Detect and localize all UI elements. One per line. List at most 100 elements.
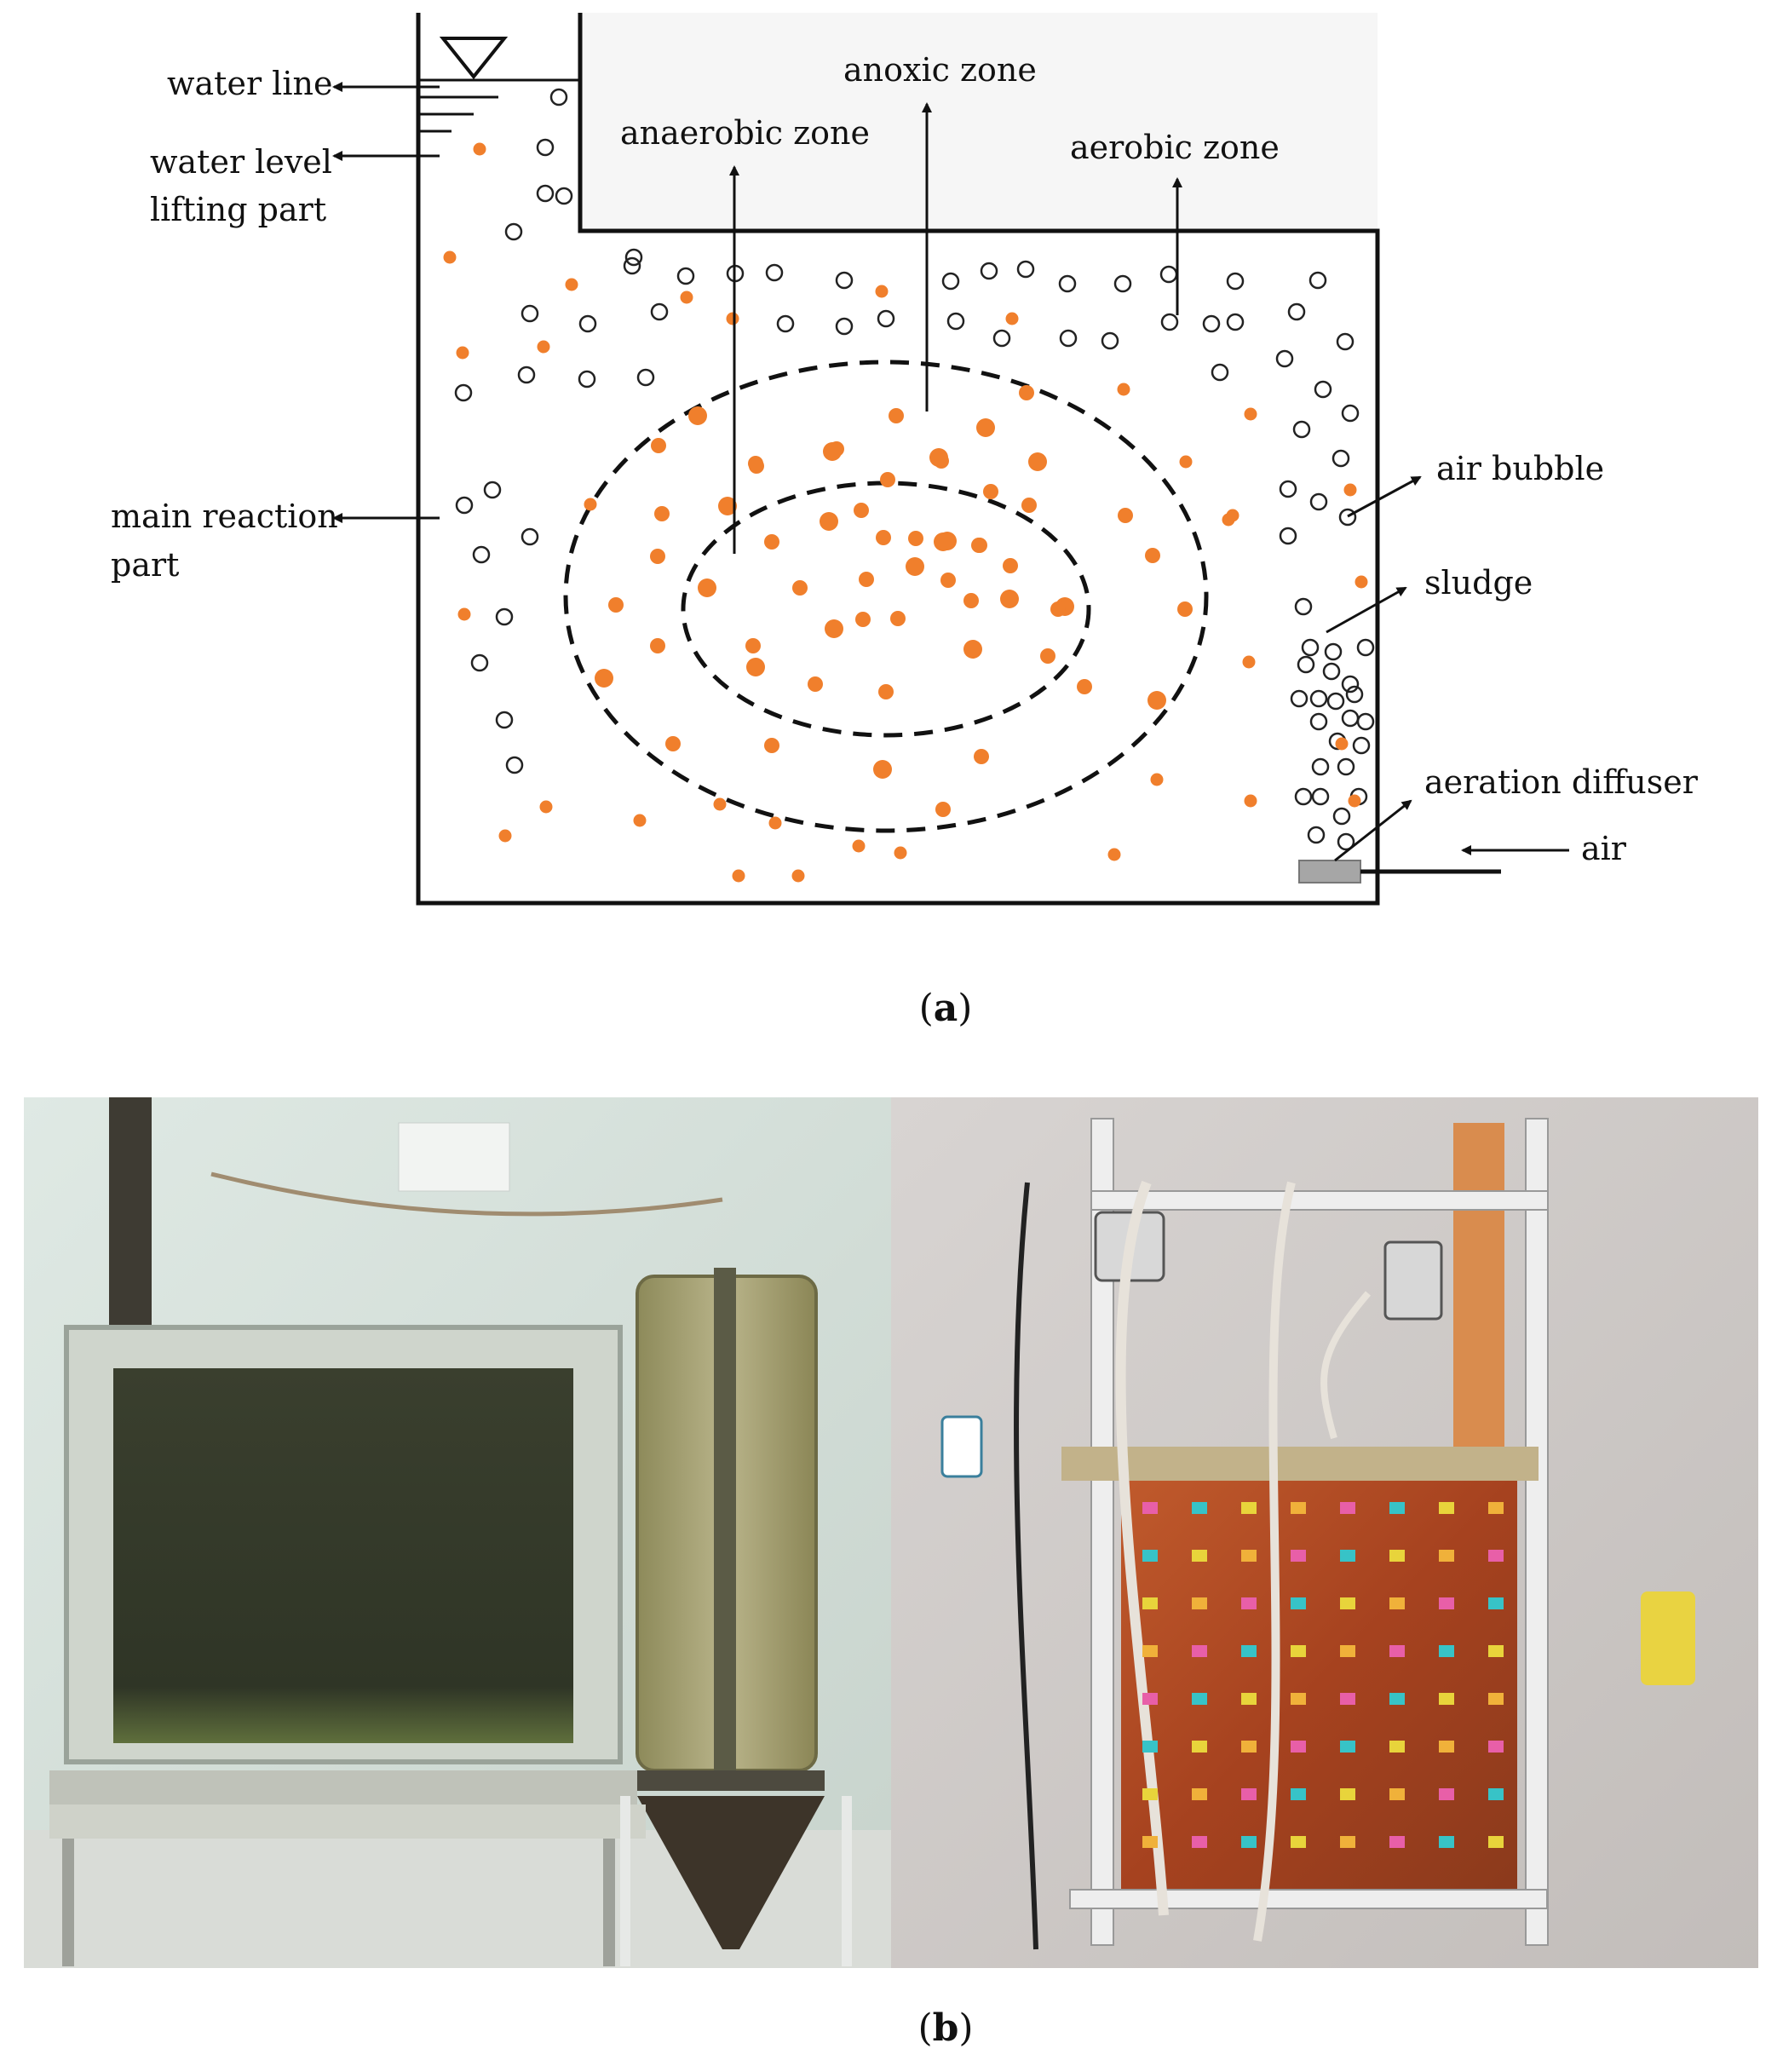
binder-clip bbox=[1142, 1836, 1158, 1848]
air-bubble bbox=[472, 545, 491, 564]
sludge-particle bbox=[698, 578, 716, 597]
sludge-particle bbox=[746, 658, 765, 676]
binder-clip bbox=[1389, 1693, 1405, 1705]
binder-clip bbox=[1488, 1645, 1504, 1657]
sludge-particle bbox=[1177, 601, 1193, 617]
air-bubble bbox=[483, 481, 502, 499]
air-bubble bbox=[578, 370, 596, 388]
sludge-particle bbox=[1147, 691, 1166, 710]
air-bubble bbox=[1345, 685, 1364, 704]
sludge-particle bbox=[498, 829, 512, 843]
label-main-reaction-line2: part bbox=[111, 546, 180, 584]
air-bubble bbox=[1326, 692, 1345, 711]
sludge-particle bbox=[665, 736, 681, 751]
binder-clip bbox=[1192, 1693, 1207, 1705]
sludge-particle bbox=[878, 684, 894, 699]
sludge-particle bbox=[651, 438, 666, 453]
sludge-particle bbox=[1348, 794, 1361, 808]
air-bubble bbox=[536, 138, 555, 157]
sludge-particle bbox=[823, 442, 842, 461]
binder-clip bbox=[1241, 1645, 1257, 1657]
binder-clip bbox=[1439, 1788, 1454, 1800]
air-bubble bbox=[1159, 265, 1178, 284]
binder-clip bbox=[1340, 1836, 1355, 1848]
binder-clip bbox=[1142, 1788, 1158, 1800]
air-bubble bbox=[1336, 332, 1355, 351]
sludge-particle bbox=[876, 530, 891, 545]
air-bubble bbox=[776, 314, 795, 333]
label-water-line: water line bbox=[167, 65, 333, 102]
air-bubble bbox=[1332, 807, 1351, 826]
sludge-particle bbox=[473, 142, 486, 156]
air-bubble bbox=[504, 222, 523, 241]
air-bubble bbox=[1287, 302, 1306, 321]
sludge-particle bbox=[650, 549, 665, 564]
binder-clip bbox=[1389, 1550, 1405, 1562]
sludge-particle bbox=[1226, 509, 1239, 522]
sludge-particle bbox=[457, 607, 471, 621]
binder-clip bbox=[1142, 1597, 1158, 1609]
air-bubble bbox=[1307, 826, 1326, 844]
air-bubble bbox=[1309, 689, 1328, 708]
reactor-schematic bbox=[332, 13, 1569, 906]
sludge-particle bbox=[1077, 679, 1092, 694]
sludge-particle bbox=[825, 619, 843, 638]
sludge-particle bbox=[1118, 508, 1133, 523]
caption-b: (b) bbox=[917, 2006, 974, 2050]
air-bubble bbox=[517, 365, 536, 384]
sludge-particle bbox=[1117, 383, 1130, 396]
sludge-particle bbox=[1019, 385, 1034, 400]
binder-clip bbox=[1241, 1788, 1257, 1800]
sludge-particle bbox=[940, 573, 956, 588]
binder-clip bbox=[1389, 1741, 1405, 1753]
air-bubble bbox=[1338, 508, 1357, 527]
binder-clip bbox=[1291, 1502, 1306, 1514]
air-bubble bbox=[676, 267, 695, 285]
sludge-particle bbox=[974, 749, 989, 764]
upper-headspace bbox=[580, 13, 1378, 231]
label-anaerobic-zone: anaerobic zone bbox=[620, 114, 871, 152]
air-bubble bbox=[1297, 655, 1315, 674]
air-bubble bbox=[1341, 404, 1360, 423]
air-bubble bbox=[1311, 787, 1330, 806]
sludge-particle bbox=[456, 346, 469, 360]
binder-clip bbox=[1340, 1550, 1355, 1562]
air-bubble bbox=[1279, 480, 1297, 498]
air-bubble bbox=[1279, 527, 1297, 545]
binder-clip bbox=[1389, 1645, 1405, 1657]
label-main-reaction-line1: main reaction bbox=[111, 498, 338, 535]
binder-clip bbox=[1241, 1502, 1257, 1514]
binder-clip bbox=[1291, 1693, 1306, 1705]
air-bubble bbox=[1226, 272, 1245, 291]
sludge-particle bbox=[935, 802, 951, 817]
binder-clip bbox=[1439, 1550, 1454, 1562]
air-bubble bbox=[1337, 832, 1355, 851]
air-bubble bbox=[1059, 329, 1078, 348]
sludge-particle bbox=[713, 797, 727, 811]
binder-clip bbox=[1241, 1836, 1257, 1848]
sludge-particle bbox=[1335, 737, 1349, 751]
binder-clip bbox=[1241, 1597, 1257, 1609]
air-bubble bbox=[1058, 274, 1077, 293]
air-bubble bbox=[992, 329, 1011, 348]
air-bubble bbox=[1337, 757, 1355, 776]
sludge-particle bbox=[873, 760, 892, 779]
label-sludge: sludge bbox=[1424, 564, 1533, 601]
binder-clip bbox=[1291, 1788, 1306, 1800]
sludge-particle bbox=[718, 497, 737, 515]
binder-clip bbox=[1439, 1502, 1454, 1514]
binder-clip bbox=[1291, 1741, 1306, 1753]
sludge-particle bbox=[976, 418, 995, 437]
binder-clip bbox=[1439, 1836, 1454, 1848]
binder-clip bbox=[1291, 1836, 1306, 1848]
binder-clip bbox=[1241, 1741, 1257, 1753]
sludge-particle bbox=[584, 498, 597, 511]
air-bubble bbox=[1324, 642, 1343, 661]
sludge-particle bbox=[608, 597, 624, 613]
sludge-particle bbox=[934, 453, 949, 469]
air-bubble bbox=[1202, 314, 1221, 333]
sludge-particle bbox=[537, 340, 550, 354]
air-bubble bbox=[1352, 736, 1371, 755]
air-bubble bbox=[505, 756, 524, 774]
air-bubble bbox=[877, 309, 895, 328]
